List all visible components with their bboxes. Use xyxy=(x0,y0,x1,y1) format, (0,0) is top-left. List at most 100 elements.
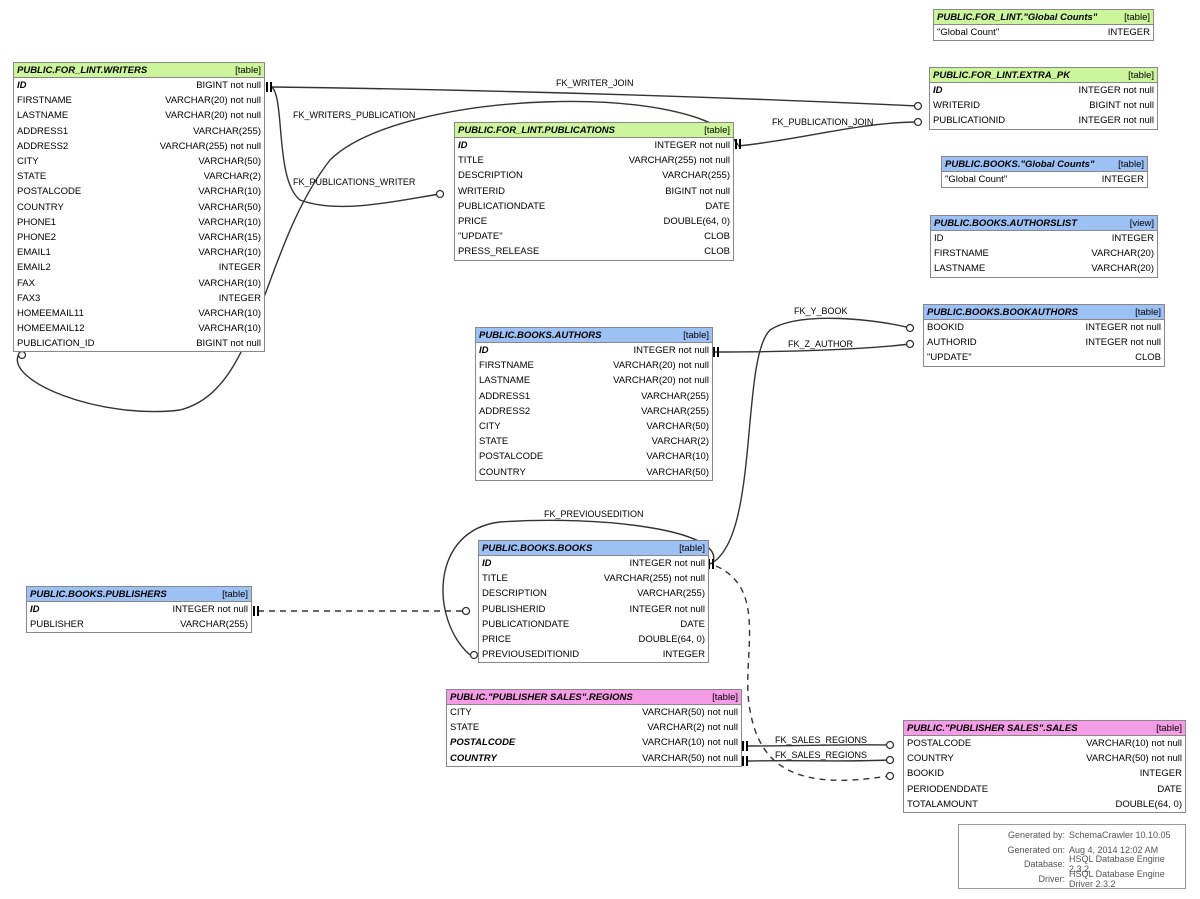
table-regions[interactable]: PUBLIC."PUBLISHER SALES".REGIONS[table]C… xyxy=(446,689,742,767)
table-header[interactable]: PUBLIC.FOR_LINT.PUBLICATIONS[table] xyxy=(455,123,733,138)
column-row[interactable]: "Global Count"INTEGER xyxy=(942,172,1147,187)
column-name: FIRSTNAME xyxy=(479,360,534,372)
table-header[interactable]: PUBLIC.BOOKS.BOOKAUTHORS[table] xyxy=(924,305,1164,320)
column-row[interactable]: "UPDATE"CLOB xyxy=(455,229,733,244)
table-header[interactable]: PUBLIC.FOR_LINT.EXTRA_PK[table] xyxy=(930,68,1157,83)
column-type: VARCHAR(20) xyxy=(1091,263,1154,275)
column-type: VARCHAR(255) xyxy=(641,405,709,417)
table-header[interactable]: PUBLIC.FOR_LINT."Global Counts"[table] xyxy=(934,10,1153,25)
column-type: VARCHAR(10) not null xyxy=(642,737,738,749)
table-header[interactable]: PUBLIC.BOOKS.PUBLISHERS[table] xyxy=(27,587,251,602)
table-global-counts-books[interactable]: PUBLIC.BOOKS."Global Counts"[table]"Glob… xyxy=(941,156,1148,189)
table-kind: [table] xyxy=(683,329,709,341)
column-row[interactable]: "UPDATE"CLOB xyxy=(924,350,1164,365)
column-type: CLOB xyxy=(704,231,730,243)
table-header[interactable]: PUBLIC."PUBLISHER SALES".REGIONS[table] xyxy=(447,690,741,705)
table-header[interactable]: PUBLIC.FOR_LINT.WRITERS[table] xyxy=(14,63,264,78)
table-header[interactable]: PUBLIC.BOOKS.BOOKS[table] xyxy=(479,541,708,556)
edge-fk-publications-writer xyxy=(271,86,441,208)
label-fk-writers-publication: FK_WRITERS_PUBLICATION xyxy=(293,110,415,120)
column-type: VARCHAR(50) not null xyxy=(1086,753,1182,765)
column-type: VARCHAR(50) xyxy=(198,201,261,213)
table-header[interactable]: PUBLIC.BOOKS.AUTHORS[table] xyxy=(476,328,712,343)
table-global-counts-lint[interactable]: PUBLIC.FOR_LINT."Global Counts"[table]"G… xyxy=(933,9,1154,42)
column-type: VARCHAR(10) xyxy=(198,307,261,319)
column-type: VARCHAR(20) not null xyxy=(165,110,261,122)
table-sales[interactable]: PUBLIC."PUBLISHER SALES".SALES[table]POS… xyxy=(903,720,1186,813)
column-row[interactable]: "Global Count"INTEGER xyxy=(934,25,1153,40)
table-header[interactable]: PUBLIC."PUBLISHER SALES".SALES[table] xyxy=(904,721,1185,736)
table-header[interactable]: PUBLIC.BOOKS."Global Counts"[table] xyxy=(942,157,1147,172)
table-header[interactable]: PUBLIC.BOOKS.AUTHORSLIST[view] xyxy=(931,216,1157,231)
